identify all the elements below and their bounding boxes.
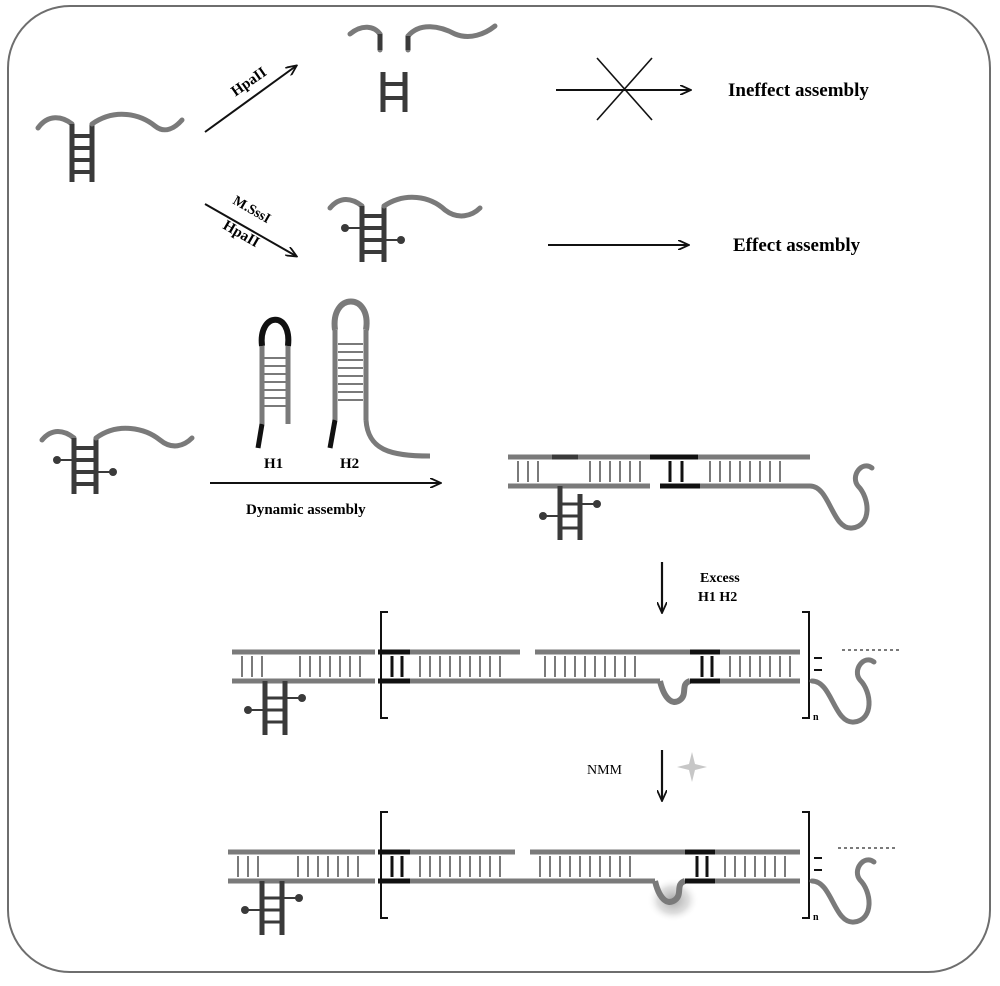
probe-methylated-row2 bbox=[327, 194, 483, 262]
hairpin-h2 bbox=[327, 298, 431, 459]
label-dynamic-assembly: Dynamic assembly bbox=[246, 502, 366, 518]
duplex-product-1 bbox=[508, 454, 875, 540]
hpaII-arrow-top bbox=[204, 66, 296, 133]
mssi-hpaII-arrow bbox=[204, 203, 296, 256]
label-excess: Excess bbox=[700, 571, 740, 586]
label-h2: H2 bbox=[340, 456, 359, 472]
label-n-subscript-1: n bbox=[813, 712, 819, 723]
blocked-arrow bbox=[556, 57, 690, 121]
label-nmm: NMM bbox=[587, 763, 623, 778]
label-ineffect-assembly: Ineffect assembly bbox=[728, 80, 869, 101]
probe-methylated-row3 bbox=[39, 425, 195, 494]
hairpin-h1 bbox=[255, 316, 292, 449]
label-effect-assembly: Effect assembly bbox=[733, 235, 861, 256]
label-h1: H1 bbox=[264, 456, 283, 472]
nmm-sparkle-icon bbox=[677, 752, 707, 782]
label-n-subscript-2: n bbox=[813, 912, 819, 923]
outer-frame bbox=[7, 5, 991, 973]
polymer-product-2 bbox=[232, 611, 900, 735]
probe-cleaved bbox=[347, 23, 498, 112]
label-h1h2: H1 H2 bbox=[698, 590, 737, 605]
polymer-product-3 bbox=[228, 811, 898, 935]
probe-intact-row1 bbox=[35, 111, 185, 182]
